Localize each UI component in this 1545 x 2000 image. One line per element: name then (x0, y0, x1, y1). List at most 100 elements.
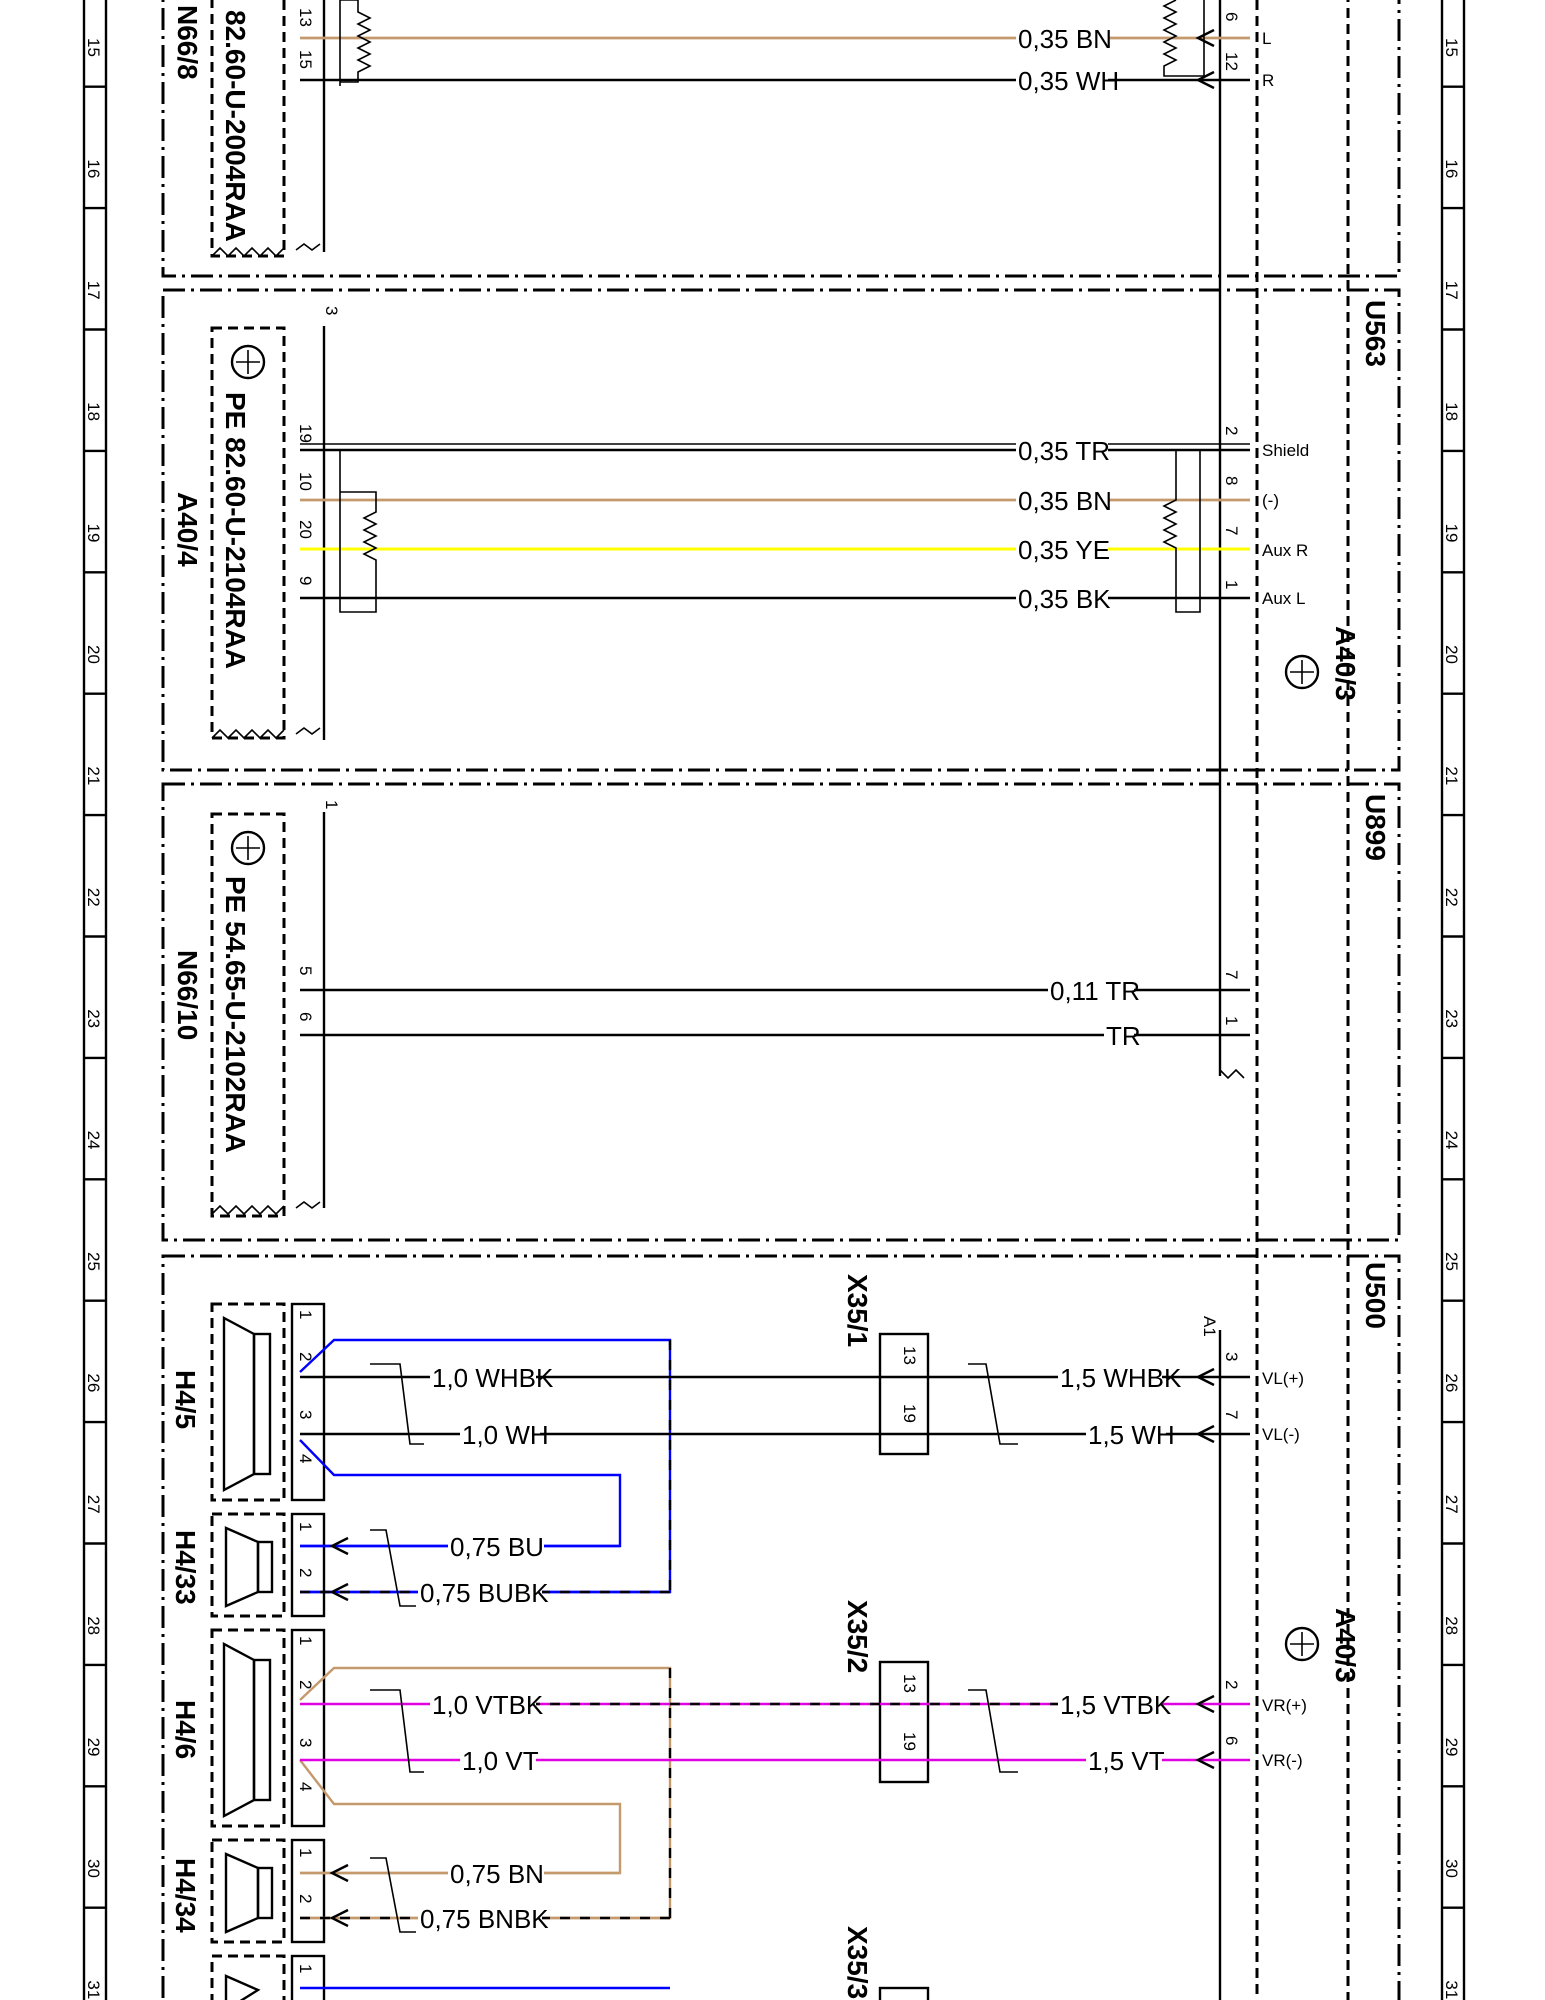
twist-mark (968, 1363, 1018, 1445)
h4-33-frame (210, 1512, 286, 1618)
a40-4-part-number: PE 82.60-U-2104RAA (220, 392, 251, 669)
zone-number: 31 (1442, 1980, 1461, 1999)
frame-u899 (161, 782, 1401, 1242)
pin-label: 13 (900, 1674, 919, 1693)
zone-number: 29 (1442, 1738, 1461, 1757)
wire-label-w15: 0,75 BN (450, 1859, 544, 1889)
zone-number: 16 (84, 159, 103, 178)
zone-number: 22 (84, 888, 103, 907)
zone-number: 16 (1442, 159, 1461, 178)
zone-number: 17 (1442, 281, 1461, 300)
h4-34-frame (210, 1838, 286, 1944)
pin-label: 6 (1222, 12, 1241, 21)
pin-label: 5 (296, 966, 315, 975)
pin-label: 1 (296, 1522, 315, 1531)
h4-33-connector (290, 1512, 326, 1618)
frame-u563 (161, 288, 1401, 772)
n66-8-part-number: 82.60-U-2004RAA (220, 10, 251, 242)
x35-3-connector-body (878, 1986, 930, 2000)
wire-bn-bridge (299, 1759, 622, 1875)
wire-label-w13-right: 1,5 VTBK (1060, 1690, 1172, 1720)
pin-label: 6 (296, 1012, 315, 1021)
break-mark (295, 727, 321, 735)
h4-next-frame (210, 1954, 286, 2000)
signal-label-vr-minus: VR(-) (1262, 1751, 1303, 1770)
speaker-icon-h4-5 (222, 1316, 272, 1492)
h4-6-code: H4/6 (170, 1700, 201, 1759)
twist-mark (370, 1689, 424, 1773)
zone-number: 23 (84, 1009, 103, 1028)
wire-label-w10: 1,0 WH (462, 1420, 549, 1450)
wire-label-w10-right: 1,5 WH (1088, 1420, 1175, 1450)
zone-number: 29 (84, 1738, 103, 1757)
n66-10-code: N66/10 (172, 950, 203, 1040)
wire-label-group: 0,35 BN 0,35 WH 0,35 TR 0,35 BN 0,35 YE … (418, 22, 1182, 1934)
zone-number: 26 (84, 1373, 103, 1392)
zone-number: 18 (1442, 402, 1461, 421)
zone-number: 25 (1442, 1252, 1461, 1271)
pin-label: 15 (296, 50, 315, 69)
pin-label: 19 (900, 1404, 919, 1423)
zone-number: 15 (84, 38, 103, 57)
wire-label-w14-right: 1,5 VT (1088, 1746, 1165, 1776)
break-mark (211, 1204, 285, 1216)
x35-2-connector-body (878, 1660, 930, 1784)
pin-label: 20 (296, 520, 315, 539)
signal-labels: L R Shield (-) Aux R Aux L VL(+) VL(-) V… (1262, 29, 1309, 1770)
zone-number: 28 (1442, 1616, 1461, 1635)
signal-label-minus: (-) (1262, 491, 1279, 510)
zone-number: 24 (84, 1131, 103, 1150)
pin-label: 4 (296, 1454, 315, 1463)
pin-label: 6 (1222, 1736, 1241, 1745)
pin-label: 1 (296, 1848, 315, 1857)
wire-label-w16: 0,75 BNBK (420, 1904, 549, 1934)
pin-label: 4 (296, 1782, 315, 1791)
twist-mark (370, 1363, 424, 1445)
zone-number: 31 (84, 1980, 103, 1999)
x35-1-code: X35/1 (842, 1274, 873, 1347)
a40-3-connector-a1: A1 (1200, 1316, 1219, 1337)
h4-33-code: H4/33 (170, 1530, 201, 1605)
zone-ruler-right (1440, 0, 1466, 2000)
zone-number: 19 (84, 524, 103, 543)
h4-34-code: H4/34 (170, 1858, 201, 1933)
pin-label: 2 (296, 1894, 315, 1903)
twist-mark (370, 1529, 416, 1607)
twist-mark (370, 1857, 416, 1933)
zone-number: 20 (1442, 645, 1461, 664)
zone-number: 15 (1442, 38, 1461, 57)
n66-10-part-number: PE 54.65-U-2102RAA (220, 876, 251, 1153)
speaker-icon-h4-6 (222, 1642, 272, 1818)
signal-label-r: R (1262, 71, 1274, 90)
speaker-icon-h4-next (224, 1974, 261, 2000)
pin-label: 3 (322, 306, 341, 315)
pin-label: 1 (296, 1964, 315, 1973)
wire-label-w9-right: 1,5 WHBK (1060, 1363, 1182, 1393)
wire-label-w2: 0,35 WH (1018, 66, 1119, 96)
signal-label-l: L (1262, 29, 1271, 48)
zone-number: 30 (1442, 1859, 1461, 1878)
x35-3-code: X35/3 (842, 1926, 873, 1999)
n66-8-code: N66/8 (172, 5, 203, 80)
pin-label: 7 (1222, 1410, 1241, 1419)
wire-label-w6: 0,35 BK (1018, 584, 1111, 614)
h4-34-connector (290, 1838, 326, 1944)
pin-label: 7 (1222, 526, 1241, 535)
signal-label-aux-l: Aux L (1262, 589, 1305, 608)
zone-number: 27 (1442, 1495, 1461, 1514)
signal-label-vr-plus: VR(+) (1262, 1696, 1307, 1715)
wire-label-w3: 0,35 TR (1018, 436, 1110, 466)
twist-mark (968, 1689, 1018, 1773)
pin-label: 1 (296, 1310, 315, 1319)
break-mark (295, 243, 321, 251)
wire-label-w11: 0,75 BU (450, 1532, 544, 1562)
break-mark (1219, 1068, 1245, 1080)
n66-8-module-frame (210, 0, 286, 258)
signal-label-vl-minus: VL(-) (1262, 1425, 1300, 1444)
shield-twist-left-a40-4 (339, 450, 378, 613)
signal-label-vl-plus: VL(+) (1262, 1369, 1304, 1388)
signal-label-shield: Shield (1262, 441, 1309, 460)
h4-6-connector (290, 1628, 326, 1828)
